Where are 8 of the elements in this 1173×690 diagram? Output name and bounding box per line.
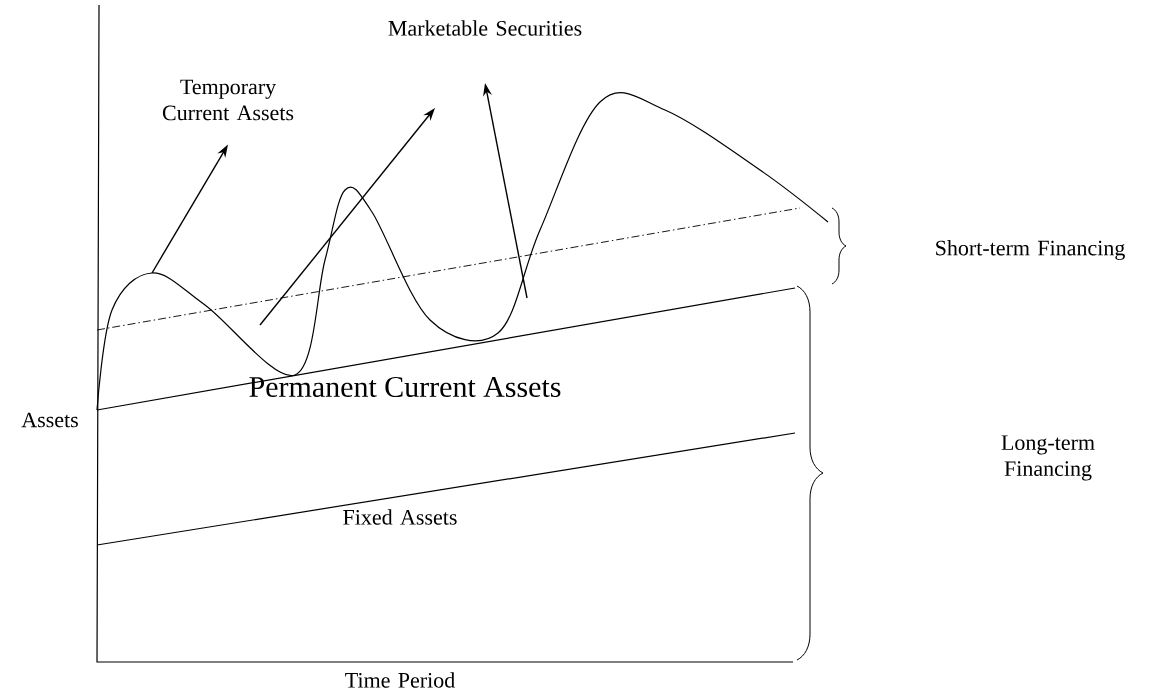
- label: Long-term Financing: [1001, 435, 1095, 481]
- label: Short-term Financing: [936, 240, 1125, 260]
- label: Assets: [21, 412, 78, 428]
- label: Fixed Assets: [343, 509, 457, 525]
- label: Time Period: [345, 672, 455, 688]
- label: Temporary Current Assets: [162, 79, 294, 121]
- label: Permanent Current Assets: [249, 376, 561, 398]
- label: Marketable Securities: [388, 20, 582, 36]
